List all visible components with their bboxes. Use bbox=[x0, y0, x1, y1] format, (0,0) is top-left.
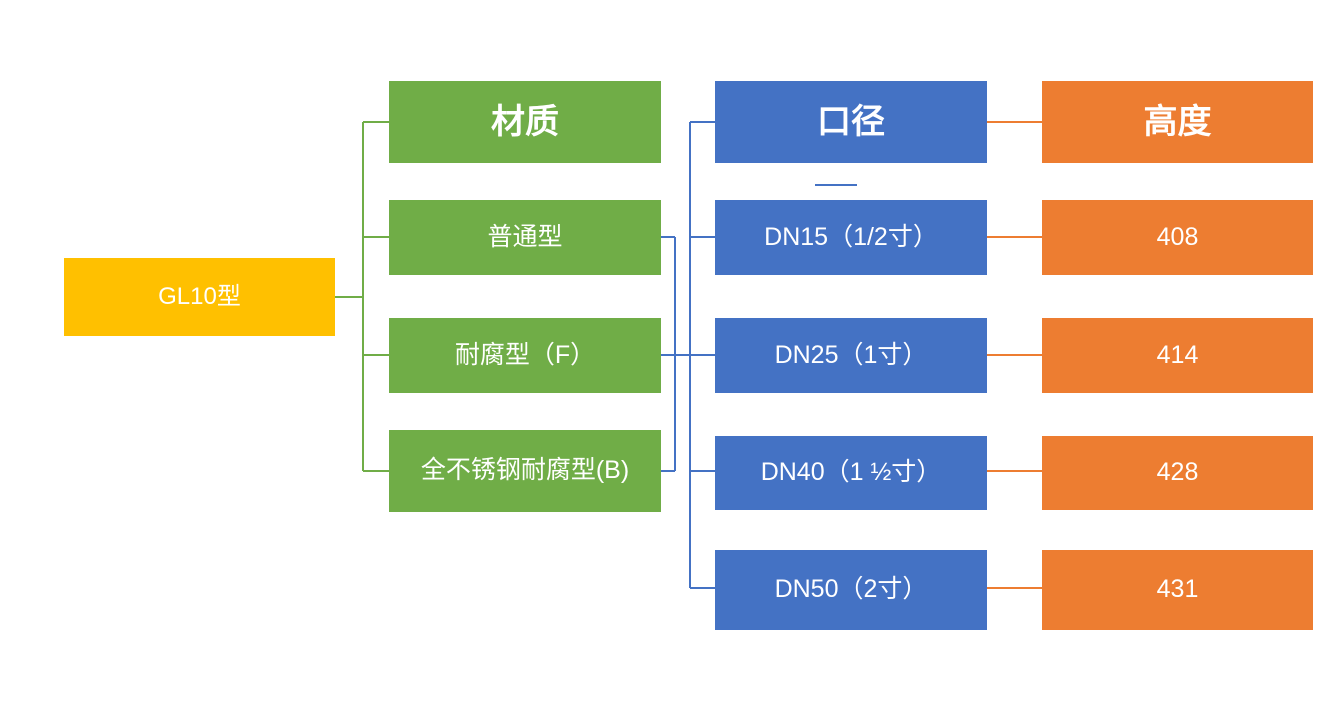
height-connectors bbox=[987, 121, 1042, 589]
column-header-height[interactable]: 高度 bbox=[1042, 81, 1313, 163]
material-connectors bbox=[335, 121, 389, 472]
material-item-label: 耐腐型（F） bbox=[454, 340, 596, 369]
diameter-item-label: DN25（1寸） bbox=[774, 340, 928, 369]
diameter-item-label: DN15（1/2寸） bbox=[764, 222, 938, 251]
material-item-label: 普通型 bbox=[487, 222, 563, 251]
height-item-label: 414 bbox=[1156, 340, 1199, 369]
material-item-label: 全不锈钢耐腐型(B) bbox=[420, 456, 630, 485]
material-item-stainless-b[interactable]: 全不锈钢耐腐型(B) bbox=[389, 430, 661, 512]
height-item-label: 428 bbox=[1156, 458, 1199, 487]
height-item-label: 408 bbox=[1156, 222, 1199, 251]
root-node-label: GL10型 bbox=[158, 282, 241, 310]
diameter-item-dn25[interactable]: DN25（1寸） bbox=[715, 318, 987, 393]
diameter-item-dn40[interactable]: DN40（1 ½寸） bbox=[715, 436, 987, 510]
height-item-414[interactable]: 414 bbox=[1042, 318, 1313, 393]
column-header-material[interactable]: 材质 bbox=[389, 81, 661, 163]
root-node-gl10[interactable]: GL10型 bbox=[64, 258, 335, 336]
column-header-diameter-label: 口径 bbox=[817, 102, 885, 141]
column-header-diameter[interactable]: 口径 bbox=[715, 81, 987, 163]
column-header-height-label: 高度 bbox=[1143, 102, 1212, 141]
height-item-431[interactable]: 431 bbox=[1042, 550, 1313, 630]
diameter-item-label: DN50（2寸） bbox=[774, 575, 928, 604]
diameter-item-dn15[interactable]: DN15（1/2寸） bbox=[715, 200, 987, 275]
material-item-naifu-f[interactable]: 耐腐型（F） bbox=[389, 318, 661, 393]
diameter-item-label: DN40（1 ½寸） bbox=[760, 458, 942, 487]
height-item-label: 431 bbox=[1156, 575, 1199, 604]
height-item-428[interactable]: 428 bbox=[1042, 436, 1313, 510]
column-header-material-label: 材质 bbox=[491, 102, 559, 141]
material-item-putong[interactable]: 普通型 bbox=[389, 200, 661, 275]
diameter-item-dn50[interactable]: DN50（2寸） bbox=[715, 550, 987, 630]
height-item-408[interactable]: 408 bbox=[1042, 200, 1313, 275]
